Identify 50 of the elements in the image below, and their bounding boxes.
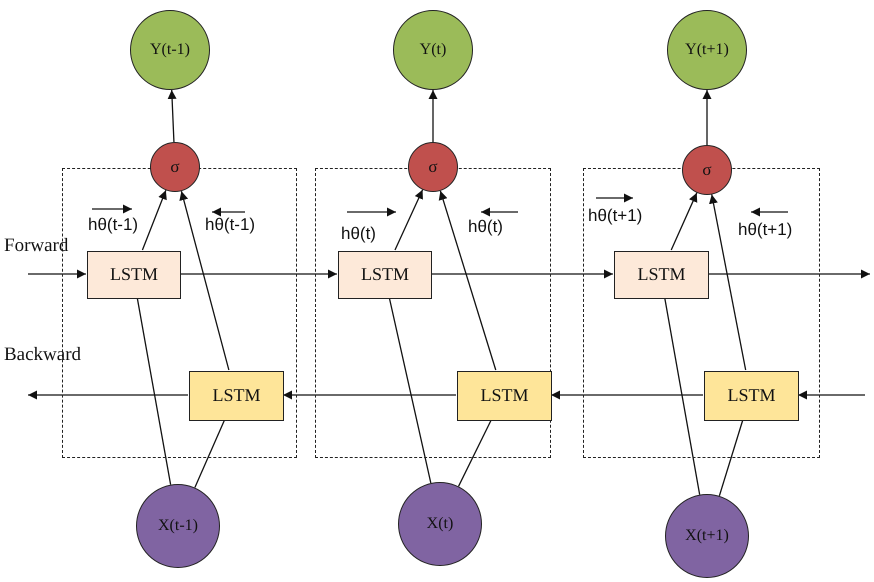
arrow xyxy=(428,90,438,142)
node-label: X(t-1) xyxy=(158,517,198,535)
lstm-box xyxy=(189,371,284,421)
direction-label: Forward xyxy=(4,236,68,257)
arrow xyxy=(28,270,86,278)
arrow xyxy=(394,189,424,250)
arrow xyxy=(168,90,177,142)
node-label: LSTM xyxy=(637,265,686,285)
node-label: X(t+1) xyxy=(685,527,729,545)
node-label: LSTM xyxy=(212,386,260,406)
node-label: Y(t+1) xyxy=(685,41,729,59)
sigmoid-circle xyxy=(682,145,732,195)
node-label: Y(t-1) xyxy=(150,41,190,59)
arrow xyxy=(702,90,712,145)
arrow xyxy=(180,270,337,278)
hidden-state-label: hθ(t+1) xyxy=(588,207,642,226)
node-label: LSTM xyxy=(110,265,158,285)
node-label: σ xyxy=(170,158,180,176)
arrow xyxy=(142,190,167,250)
sigmoid-circle xyxy=(408,142,458,192)
hidden-state-label: hθ(t+1) xyxy=(738,221,792,240)
node-label: LSTM xyxy=(360,265,409,285)
direction-label: Backward xyxy=(4,345,82,366)
node-label: LSTM xyxy=(727,386,776,406)
hidden-state-label: hθ(t) xyxy=(468,218,503,237)
lstm-box xyxy=(338,251,432,299)
arrow xyxy=(438,190,496,370)
node-label: σ xyxy=(428,158,438,176)
node-label: Y(t) xyxy=(420,41,446,59)
arrow xyxy=(431,270,613,278)
arrow xyxy=(798,390,865,400)
arrow xyxy=(551,390,703,400)
lstm-box xyxy=(614,251,709,299)
node-label: LSTM xyxy=(480,386,528,406)
lstm-box xyxy=(704,371,799,421)
arrow xyxy=(708,270,870,278)
sigmoid-circle xyxy=(150,142,200,192)
node-label: σ xyxy=(702,160,712,180)
arrow xyxy=(28,390,188,400)
arrow xyxy=(709,194,746,370)
dashed-group-box xyxy=(583,168,820,458)
node-label: X(t) xyxy=(426,515,454,533)
hidden-state-label: hθ(t-1) xyxy=(205,216,256,235)
arrow xyxy=(283,390,456,400)
arrow xyxy=(179,191,230,370)
lstm-box xyxy=(457,371,552,421)
hidden-state-label: hθ(t) xyxy=(341,225,376,244)
lstm-box xyxy=(87,251,181,299)
arrow xyxy=(670,192,698,250)
hidden-state-label: hθ(t-1) xyxy=(88,216,138,235)
